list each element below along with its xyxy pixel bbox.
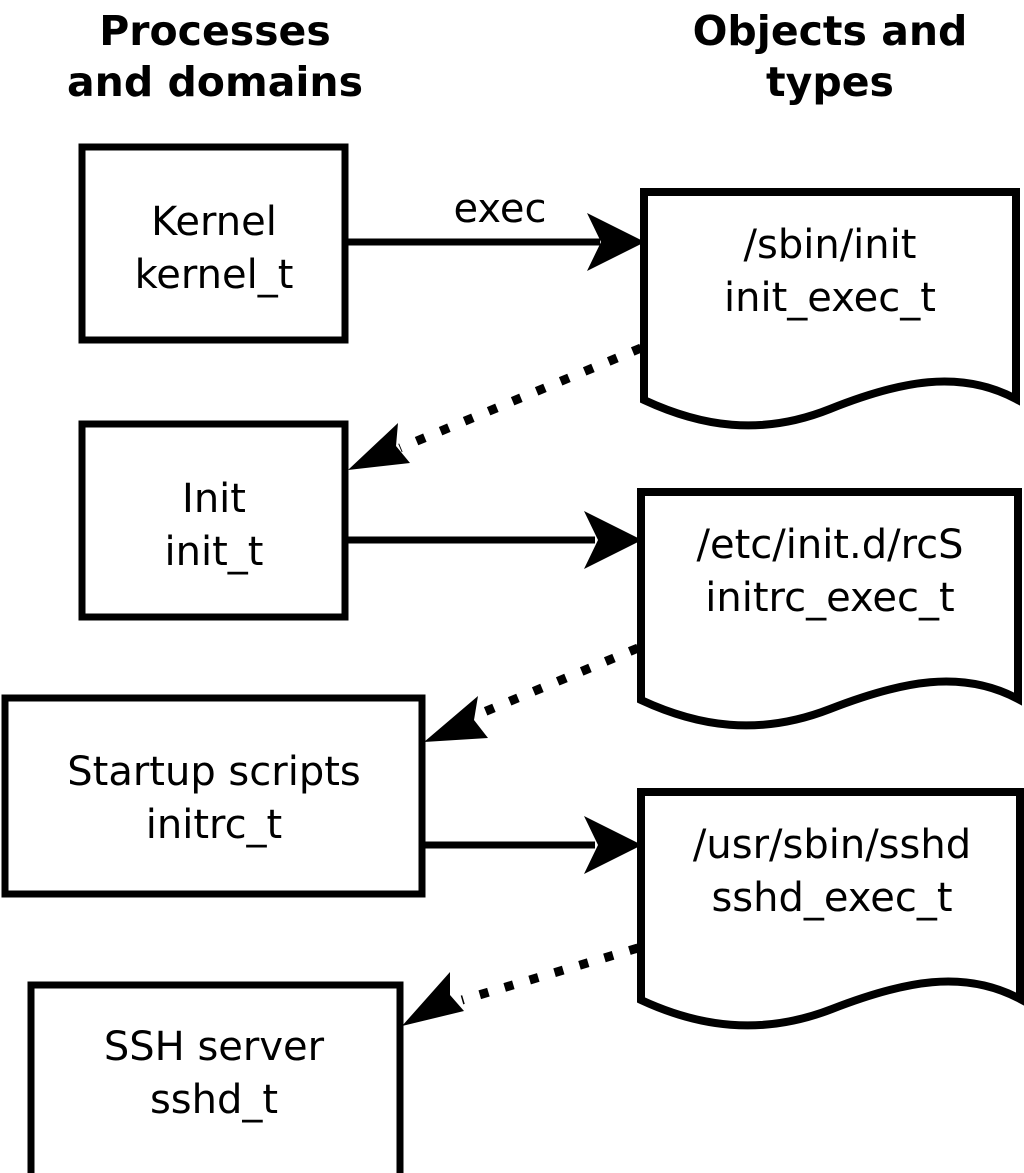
column-header-processes-line2: and domains [67,58,363,106]
node-kernel-box[interactable] [78,143,349,344]
node-initrc-line1: Startup scripts [67,749,360,795]
node-initrc-exec[interactable]: /etc/init.d/rcS initrc_exec_t [637,488,1022,730]
edge-kernel-exec-init-exec: exec [348,186,645,271]
arrowhead-initrc-transition [424,696,488,742]
node-init-box[interactable] [78,420,349,621]
node-kernel-line2: kernel_t [135,252,294,298]
node-initrc-box[interactable] [1,694,426,898]
node-sshd-box[interactable] [27,981,404,1173]
node-sshd-line2: sshd_t [150,1077,278,1123]
column-header-objects: Objects and types [693,7,968,106]
node-init-exec[interactable]: /sbin/init init_exec_t [640,188,1020,430]
node-initrc-line2: initrc_t [146,802,283,848]
edge-initrc-exec-sshd-exec [425,816,642,874]
edge-line-init-transition [398,343,643,453]
node-init-line2: init_t [165,529,264,575]
node-kernel-line1: Kernel [151,199,277,245]
edge-line-sshd-transition [460,943,640,1005]
node-init-exec-doc[interactable] [640,188,1020,430]
node-init-line1: Init [182,476,246,522]
node-sshd-exec-doc[interactable] [637,788,1024,1030]
edge-line-initrc-transition [482,643,640,717]
edge-init-exec-initrc-exec [348,511,642,569]
node-sshd-line1: SSH server [104,1024,325,1070]
arrowhead-sshd-transition [402,972,464,1026]
arrowhead-initrc-exec [584,816,642,874]
arrowhead-init-transition [348,423,410,470]
node-init[interactable]: Init init_t [78,420,349,621]
column-header-processes-line1: Processes [99,7,331,55]
node-sshd-exec-line1: /usr/sbin/sshd [693,822,971,868]
column-header-processes: Processes and domains [67,7,363,106]
arrowhead-kernel-exec [587,213,645,271]
edge-sshd-exec-transition-sshd [402,943,640,1026]
node-initrc-exec-line2: initrc_exec_t [705,575,954,621]
column-header-objects-line2: types [766,58,894,106]
node-initrc-exec-line1: /etc/init.d/rcS [696,522,963,568]
node-initrc-exec-doc[interactable] [637,488,1022,730]
node-sshd-exec[interactable]: /usr/sbin/sshd sshd_exec_t [637,788,1024,1030]
node-sshd[interactable]: SSH server sshd_t [27,981,404,1173]
node-init-exec-line1: /sbin/init [744,222,917,268]
edge-init-exec-transition-init [348,343,643,470]
arrowhead-init-exec [584,511,642,569]
node-init-exec-line2: init_exec_t [724,275,936,321]
node-kernel[interactable]: Kernel kernel_t [78,143,349,344]
node-sshd-exec-line2: sshd_exec_t [711,875,952,921]
edge-initrc-exec-transition-initrc [424,643,640,742]
column-header-objects-line1: Objects and [693,7,968,55]
node-initrc[interactable]: Startup scripts initrc_t [1,694,426,898]
edge-label-exec: exec [454,186,547,232]
